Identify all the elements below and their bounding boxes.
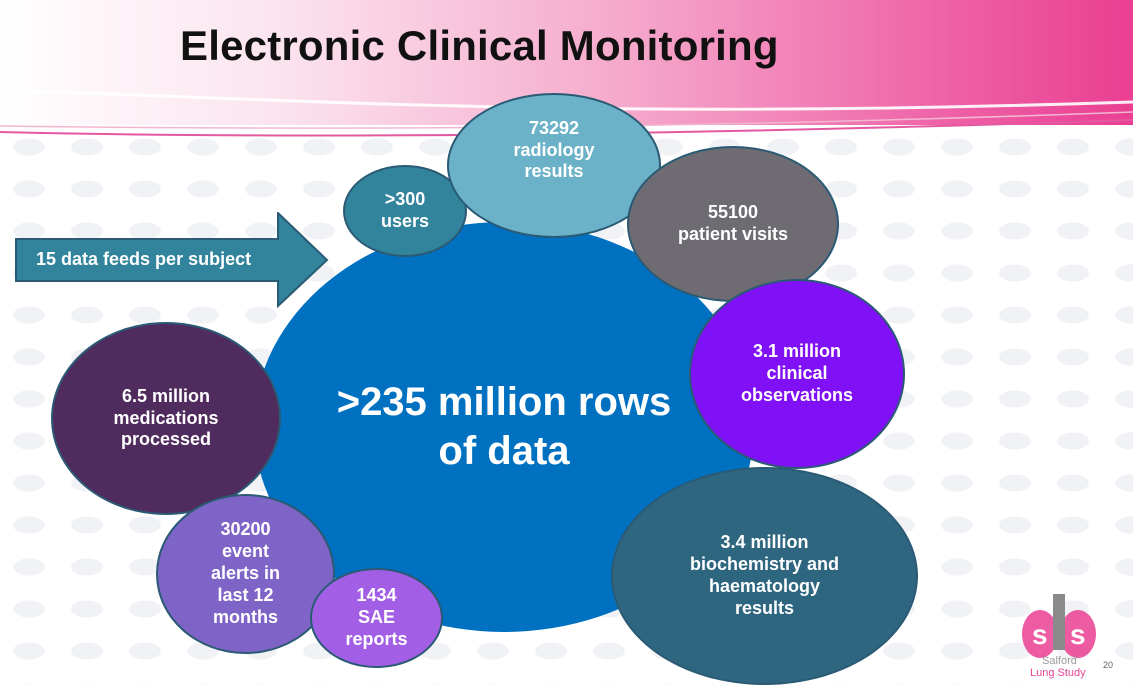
medications-bubble: 6.5 million medications processed [51, 322, 281, 515]
visits-bubble: 55100 patient visits [627, 146, 839, 302]
arrow-shape [15, 212, 329, 308]
alerts-text: 30200 event alerts in last 12 months [210, 519, 281, 627]
logo-text-salford: Salford [1042, 655, 1077, 667]
sae-text: 1434 SAE reports [345, 585, 408, 649]
slide-title: Electronic Clinical Monitoring [180, 22, 779, 69]
users-bubble: >300 users [343, 165, 467, 257]
observations-bubble: 3.1 million clinical observations [689, 279, 905, 469]
center-text: >235 million rows of data [336, 380, 672, 473]
logo-text-lung-study: Lung Study [1030, 667, 1086, 679]
biochemistry-bubble: 3.4 million biochemistry and haematology… [611, 467, 918, 685]
biochemistry-text: 3.4 million biochemistry and haematology… [689, 532, 840, 618]
salford-lung-study-logo: s s [1022, 594, 1096, 658]
alerts-bubble: 30200 event alerts in last 12 months [156, 494, 335, 654]
sae-bubble: 1434 SAE reports [310, 568, 443, 668]
users-text: >300 users [380, 189, 430, 231]
svg-text:s: s [1070, 619, 1086, 650]
radiology-text: 73292 radiology results [513, 117, 595, 182]
visits-text: 55100 patient visits [677, 202, 789, 244]
svg-text:s: s [1032, 619, 1048, 650]
medications-text: 6.5 million medications processed [113, 385, 219, 450]
page-number: 20 [1103, 660, 1114, 670]
radiology-bubble: 73292 radiology results [447, 93, 661, 238]
observations-text: 3.1 million clinical observations [740, 341, 854, 405]
arrow-label: 15 data feeds per subject [36, 249, 252, 269]
